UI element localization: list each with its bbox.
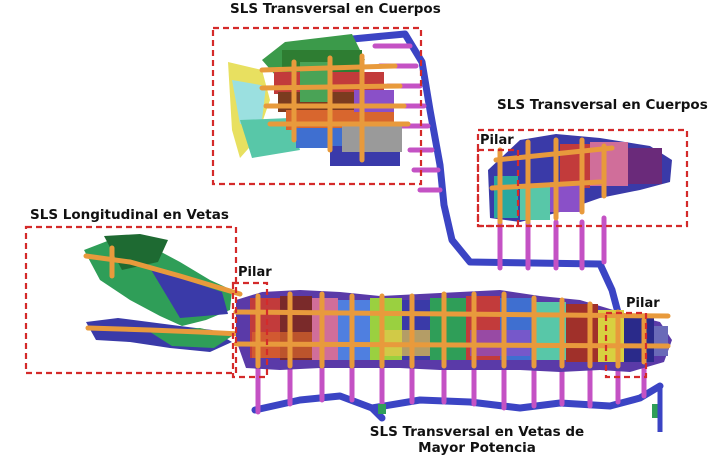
label-transversal-cuerpos-top: SLS Transversal en Cuerpos bbox=[230, 1, 441, 17]
stope-main-complex bbox=[233, 290, 672, 432]
frame-pilar-right bbox=[604, 311, 648, 379]
label-longitudinal-vetas: SLS Longitudinal en Vetas bbox=[30, 207, 229, 223]
stope-left-veins bbox=[83, 234, 243, 352]
zone-frames bbox=[24, 26, 689, 379]
label-transversal-vetas-line2: Mayor Potencia bbox=[418, 440, 536, 456]
label-transversal-cuerpos-right: SLS Transversal en Cuerpos bbox=[497, 97, 708, 113]
label-transversal-vetas: SLS Transversal en Vetas de Mayor Potenc… bbox=[364, 424, 590, 456]
label-pilar-right: Pilar bbox=[626, 296, 660, 311]
frame-transversal-cuerpos-top bbox=[211, 26, 423, 186]
label-pilar-left: Pilar bbox=[238, 265, 272, 280]
stope-top-body bbox=[228, 34, 411, 166]
stope-right-body bbox=[488, 134, 672, 225]
label-pilar-right-body: Pilar bbox=[480, 133, 514, 148]
frame-longitudinal-vetas bbox=[24, 225, 238, 375]
frame-pilar-left bbox=[231, 281, 269, 379]
label-transversal-vetas-line1: SLS Transversal en Vetas de bbox=[369, 424, 585, 440]
frame-pilar-right-body bbox=[476, 148, 520, 228]
